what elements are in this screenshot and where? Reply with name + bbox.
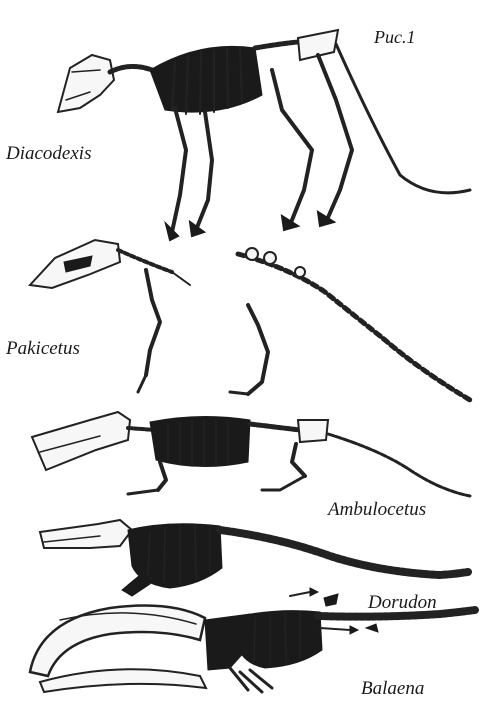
figure-label: Рис.1	[374, 27, 415, 48]
species-label-dorudon: Dorudon	[368, 592, 437, 614]
pakicetus-skeleton	[30, 240, 470, 400]
ambulocetus-skeleton	[32, 412, 470, 496]
species-label-pakicetus: Pakicetus	[6, 338, 80, 360]
species-label-diacodexis: Diacodexis	[6, 143, 91, 165]
species-label-ambulocetus: Ambulocetus	[328, 499, 426, 521]
diacodexis-skeleton	[58, 30, 470, 240]
species-label-balaena: Balaena	[361, 678, 424, 700]
